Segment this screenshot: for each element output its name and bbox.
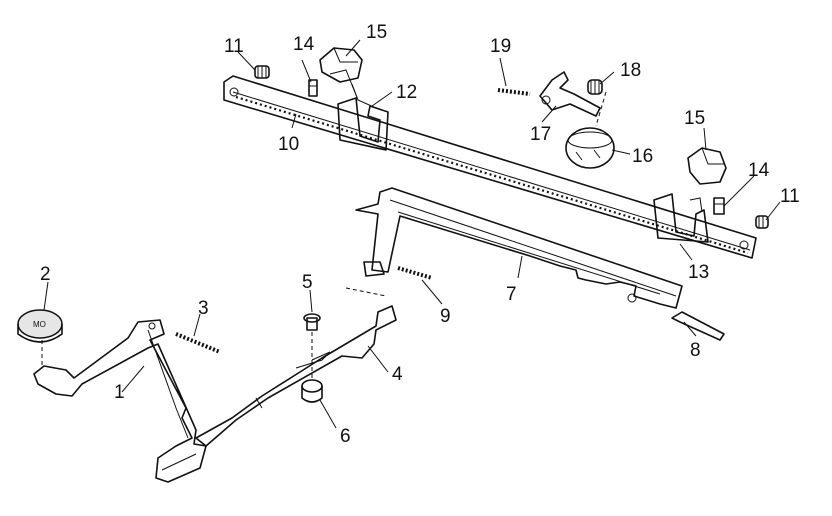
callout-19: 19 xyxy=(490,36,511,57)
screw-part-11-right xyxy=(755,215,769,229)
knob-part-2: MO xyxy=(17,309,63,343)
spring-part-3 xyxy=(175,332,221,354)
bushing-part-6 xyxy=(301,379,323,403)
cap-part-15-left xyxy=(319,47,363,83)
callout-15-right: 15 xyxy=(684,108,705,129)
callout-1: 1 xyxy=(114,382,125,403)
callout-9: 9 xyxy=(440,306,451,327)
spring-part-19 xyxy=(497,88,531,96)
knob-stamp-text: MO xyxy=(33,320,46,329)
screw-part-11-left xyxy=(254,65,270,79)
callout-14-right: 14 xyxy=(748,160,770,181)
knob-part-16 xyxy=(565,127,615,169)
callout-15-left: 15 xyxy=(366,22,387,43)
callout-3: 3 xyxy=(198,298,209,319)
clip-part-8 xyxy=(671,311,725,341)
callout-13: 13 xyxy=(688,262,709,283)
slider-bracket-part-13 xyxy=(653,193,709,243)
callout-leaders xyxy=(43,39,781,429)
callout-4: 4 xyxy=(392,364,403,385)
lever-part-17 xyxy=(539,71,601,117)
callout-10: 10 xyxy=(278,134,299,155)
callout-18: 18 xyxy=(620,60,641,81)
callout-8: 8 xyxy=(690,340,701,361)
rack-bar-part-10 xyxy=(223,75,757,259)
frame-part-7 xyxy=(355,187,683,309)
screw-part-18 xyxy=(587,79,603,95)
pin-part-14-right xyxy=(713,197,725,215)
callout-11-left: 11 xyxy=(224,36,244,57)
cap-part-15-right xyxy=(687,147,727,185)
callout-7: 7 xyxy=(506,284,517,305)
pin-part-14-left xyxy=(308,79,318,97)
lever-part-1 xyxy=(33,319,207,483)
callout-14-left: 14 xyxy=(293,34,315,55)
screw-part-5 xyxy=(303,313,321,331)
callout-17: 17 xyxy=(530,124,551,145)
callout-12: 12 xyxy=(396,82,417,103)
link-part-4 xyxy=(195,305,397,447)
slider-bracket-part-12 xyxy=(329,69,389,151)
callout-16: 16 xyxy=(632,146,653,167)
assembly-guide-lines xyxy=(41,91,607,378)
callout-11-right: 11 xyxy=(780,186,800,207)
callout-5: 5 xyxy=(302,272,313,293)
callout-6: 6 xyxy=(340,426,351,447)
spring-part-9 xyxy=(363,261,433,280)
callout-labels: 11 14 15 19 18 12 10 17 16 15 14 11 13 7… xyxy=(40,22,800,447)
callout-2: 2 xyxy=(40,264,51,285)
